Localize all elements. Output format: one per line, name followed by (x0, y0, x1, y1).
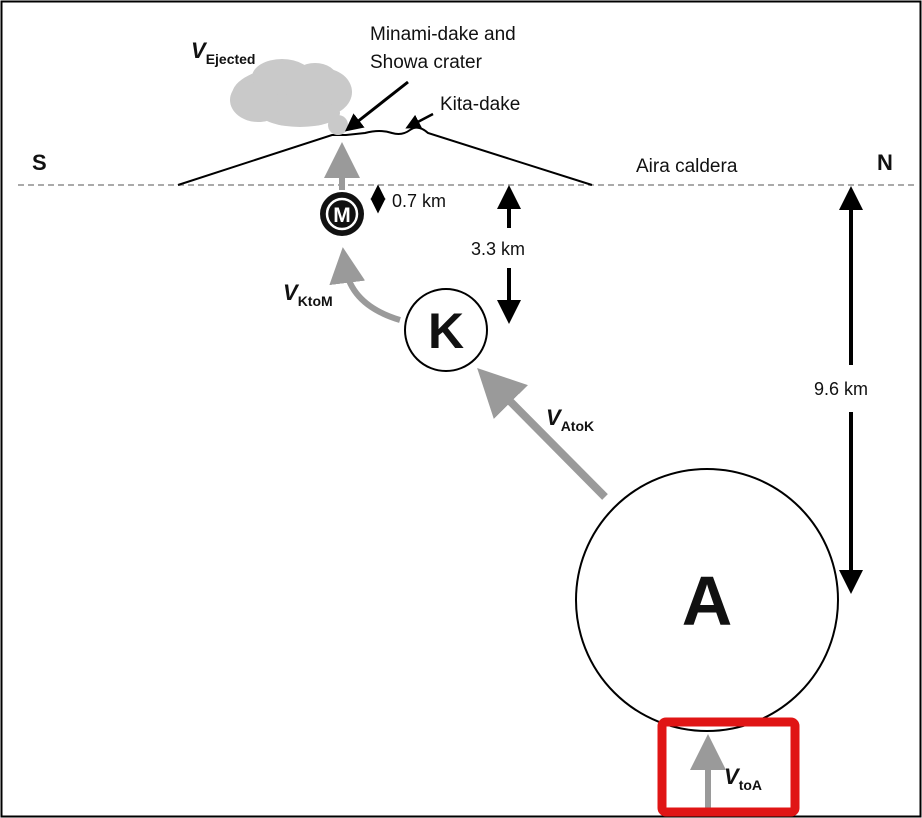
v-atok-label: VAtoK (546, 405, 594, 434)
south-label: S (32, 150, 47, 175)
highlight-box-v-to-a (657, 717, 800, 817)
volcano-profile (177, 126, 593, 186)
reservoir-m: M (320, 192, 364, 236)
reservoir-a: A (575, 468, 839, 732)
kita-dake-callout-arrow (405, 112, 434, 129)
caldera-label: Aira caldera (636, 156, 738, 177)
kita-dake-label: Kita-dake (440, 94, 520, 115)
crater-label-line1: Minami-dake and (370, 24, 516, 45)
reservoir-m-label: M (333, 204, 351, 227)
depth-label-a: 9.6 km (814, 379, 868, 399)
reservoir-k-label: K (428, 303, 464, 359)
flow-arrow-k-to-m (329, 247, 401, 323)
reservoir-k: K (404, 288, 488, 372)
v-ktom-label: VKtoM (283, 280, 333, 309)
v-toa-label: VtoA (724, 764, 762, 793)
v-ejected-label: VEjected (191, 38, 256, 67)
depth-label-m: 0.7 km (392, 191, 446, 211)
eruption-plume (230, 59, 352, 135)
north-label: N (877, 150, 893, 175)
crater-label-line2: Showa crater (370, 52, 483, 73)
depth-label-k: 3.3 km (471, 239, 525, 259)
flow-arrow-a-to-k (477, 367, 608, 500)
reservoir-a-label: A (682, 562, 733, 640)
crater-callout-arrow (344, 80, 409, 132)
